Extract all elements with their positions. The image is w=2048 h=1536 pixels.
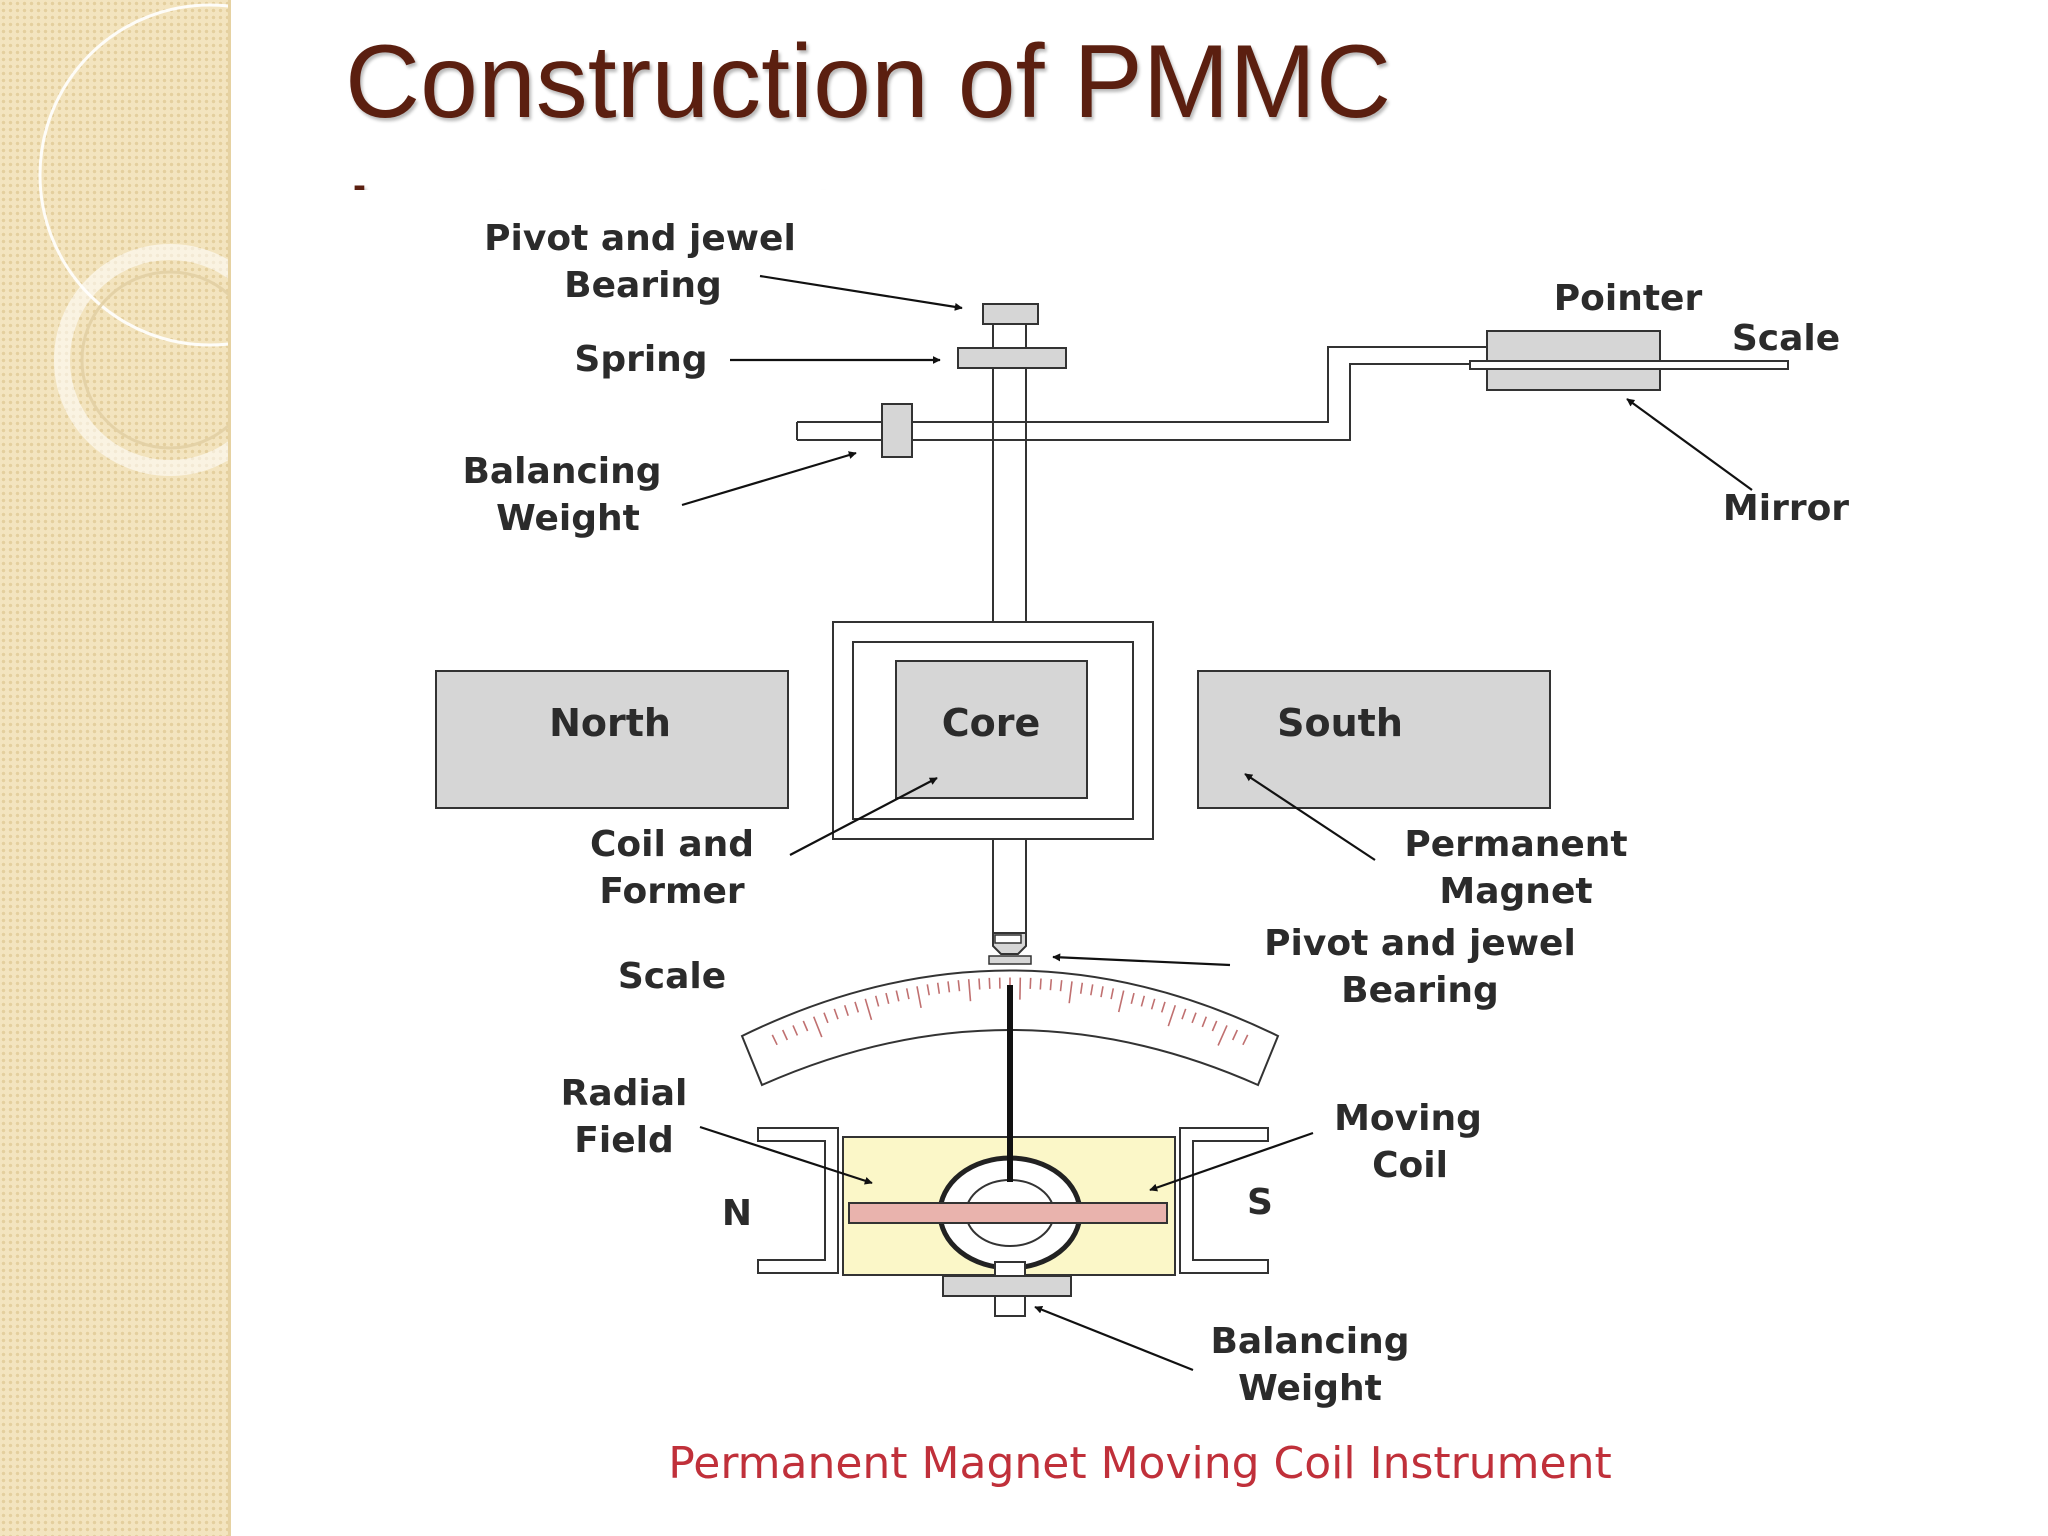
core-block [895, 660, 1088, 799]
label-balancing-top-1: Balancing [462, 451, 661, 492]
label-coil-former-2: Former [599, 871, 745, 912]
slide-title: Construction of PMMC Instrument [345, 12, 1845, 190]
south-pole-piece [1179, 1127, 1269, 1274]
label-spring: Spring [574, 339, 707, 380]
top-pivot-jewel-bearing [982, 303, 1039, 325]
arrow-top-pivot [759, 274, 963, 311]
title-area: Construction of PMMC Instrument [345, 12, 1845, 190]
label-radial-field-1: Radial [561, 1073, 688, 1114]
label-balancing-bottom-2: Weight [1238, 1368, 1382, 1409]
label-pole-s: S [1247, 1182, 1273, 1223]
diagram-caption: Permanent Magnet Moving Coil Instrument [668, 1438, 1611, 1489]
label-scale-top: Scale [1732, 318, 1840, 359]
balancing-weight-top [881, 403, 913, 458]
spindle-upper [992, 323, 1027, 623]
south-magnet-block [1197, 670, 1551, 809]
north-pole-piece [757, 1127, 839, 1274]
scale-strip [1469, 360, 1789, 370]
label-pivot-mid-1: Pivot and jewel [1264, 923, 1576, 964]
label-moving-coil-2: Coil [1372, 1145, 1448, 1186]
label-moving-coil-1: Moving [1334, 1098, 1482, 1139]
lower-jewel-bearing [988, 955, 1032, 965]
arrow-radial-field [699, 1125, 873, 1185]
arrow-permanent-magnet [1244, 773, 1376, 861]
north-magnet-block [435, 670, 789, 809]
label-pivot-top-1: Pivot and jewel [484, 218, 796, 259]
control-spring [957, 347, 1067, 369]
scale-ticks [771, 977, 1249, 1046]
title-line-2: Instrument [345, 164, 836, 190]
label-pointer: Pointer [1554, 278, 1703, 319]
title-line-1: Construction of PMMC [345, 24, 1392, 140]
label-permanent-magnet-2: Magnet [1439, 871, 1592, 912]
arrow-balancing-bottom [1034, 1305, 1194, 1372]
arrow-coil-former [789, 777, 938, 856]
pointer-arm-upper-edge [797, 346, 1487, 423]
label-scale-mid: Scale [618, 956, 726, 997]
arrow-pivot-mid [1052, 953, 1231, 967]
label-radial-field-2: Field [574, 1120, 673, 1161]
decorative-sidebar [0, 0, 231, 1536]
label-north: North [549, 701, 671, 745]
arrow-moving-coil [1149, 1131, 1314, 1192]
sidebar-circles-ornament [38, 3, 228, 476]
label-pole-n: N [722, 1193, 752, 1234]
arrow-balancing-top [681, 451, 857, 507]
label-pivot-top-2: Bearing [564, 265, 722, 306]
label-south: South [1277, 701, 1403, 745]
arrow-mirror [1626, 398, 1753, 491]
label-coil-former-1: Coil and [590, 824, 754, 865]
spindle-lower [992, 838, 1027, 934]
label-core: Core [942, 701, 1041, 745]
label-balancing-top-2: Weight [496, 498, 640, 539]
label-mirror: Mirror [1723, 488, 1849, 529]
pointer-arm-lower-edge [797, 363, 1487, 441]
moving-coil-bar [848, 1202, 1168, 1224]
balancing-weight-bottom [942, 1275, 1072, 1297]
label-pivot-mid-2: Bearing [1341, 970, 1499, 1011]
label-balancing-bottom-1: Balancing [1210, 1321, 1409, 1362]
label-permanent-magnet-1: Permanent [1404, 824, 1627, 865]
